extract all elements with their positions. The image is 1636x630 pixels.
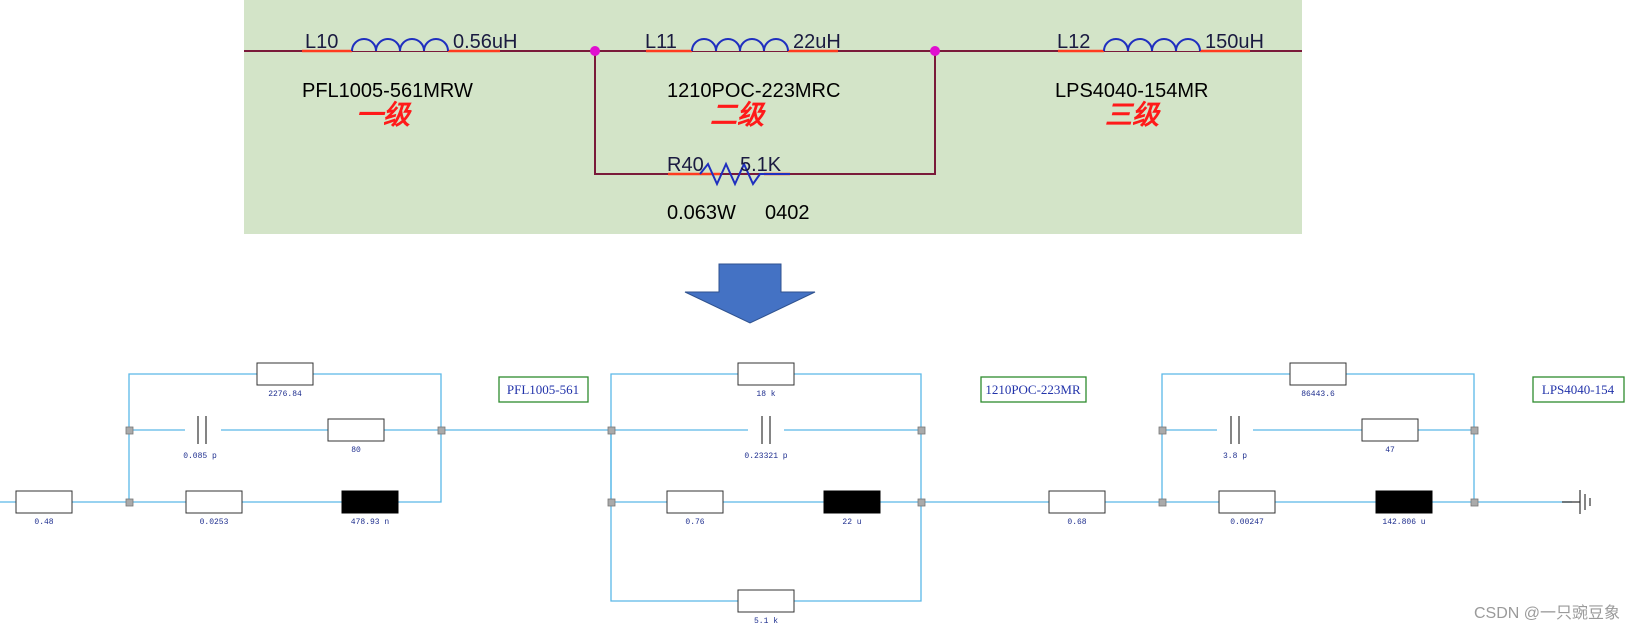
r40-value: 5.1K [740, 154, 782, 176]
s3-series-resistor [1048, 490, 1106, 514]
s2-frame [610, 373, 922, 602]
s1-low-r-value: 0.0253 [200, 518, 229, 527]
node [607, 498, 616, 507]
s3-top-resistor [1289, 362, 1347, 386]
l12-part: LPS4040-154MR [1055, 80, 1208, 102]
node [917, 498, 926, 507]
l12-ref: L12 [1057, 31, 1090, 53]
node [917, 426, 926, 435]
s1-top-resistor [256, 362, 314, 386]
equivalent-model [0, 373, 1572, 602]
s1-part-label: PFL1005-561 [507, 382, 579, 397]
s1-ind-value: 478.93 n [351, 518, 390, 527]
node [125, 426, 134, 435]
s3-low-resistor [1218, 490, 1276, 514]
l11-value: 22uH [793, 31, 841, 53]
watermark: CSDN @一只豌豆象 [1474, 604, 1620, 622]
s1-part-box [498, 376, 589, 403]
model-nodes [125, 426, 1479, 507]
node [125, 498, 134, 507]
l11-ref: L11 [645, 31, 677, 53]
s3-frame [1161, 373, 1475, 503]
s2-top-resistor [737, 362, 795, 386]
model-capacitors [185, 416, 1253, 444]
s2-low-r-value: 0.76 [685, 518, 704, 527]
s1-cap-r-value: 80 [351, 446, 361, 455]
schematic: L10 0.56uH PFL1005-561MRW 一级 L11 22uH 12… [244, 31, 1302, 224]
s1-cap-value: 0.085 p [183, 452, 217, 461]
node [1158, 426, 1167, 435]
s3-top-r-value: 86443.6 [1301, 390, 1335, 399]
model-resistors [15, 362, 1419, 613]
s1-series-resistor [15, 490, 73, 514]
s2-ind-value: 22 u [842, 518, 861, 527]
s2-top-r-value: 18 k [756, 390, 775, 399]
l10-ref: L10 [305, 31, 338, 53]
r40-package: 0402 [765, 202, 810, 224]
model-inductors [341, 490, 1433, 514]
s2-part-label: 1210POC-223MR [985, 382, 1081, 397]
s3-series-r-value: 0.68 [1067, 518, 1086, 527]
s1-inductor [341, 490, 399, 514]
s1-frame [128, 373, 442, 503]
node [437, 426, 446, 435]
down-arrow-icon [684, 263, 816, 324]
s3-cap-r-value: 47 [1385, 446, 1395, 455]
s2-cap-bg [748, 418, 784, 442]
s3-cap-bg [1217, 418, 1253, 442]
model-part-boxes: PFL1005-561 1210POC-223MR LPS4040-154 [498, 376, 1625, 403]
l12-coil [1103, 38, 1201, 52]
r40-zigzag [699, 161, 790, 187]
s1-cap-bg [185, 418, 221, 442]
s1-cap-resistor [327, 418, 385, 442]
l11-coil [691, 38, 789, 52]
s1-series-r-value: 0.48 [34, 518, 53, 527]
s2-part-box [980, 376, 1087, 403]
l12-value: 150uH [1205, 31, 1264, 53]
stage-3-label: 三级 [1105, 100, 1161, 131]
node [1470, 498, 1479, 507]
l11-part: 1210POC-223MRC [667, 80, 840, 102]
s2-inductor [823, 490, 881, 514]
s3-ind-value: 142.806 u [1382, 518, 1425, 527]
l10-value: 0.56uH [453, 31, 518, 53]
s2-cap-value: 0.23321 p [744, 452, 787, 461]
s2-low-resistor [666, 490, 724, 514]
s3-low-r-value: 0.00247 [1230, 518, 1264, 527]
s3-inductor [1375, 490, 1433, 514]
s3-cap-resistor [1361, 418, 1419, 442]
node [607, 426, 616, 435]
s2-bottom-r-value: 5.1 k [754, 617, 778, 626]
s3-part-box [1532, 376, 1625, 403]
s1-low-resistor [185, 490, 243, 514]
s3-cap-value: 3.8 p [1223, 452, 1247, 461]
node [1470, 426, 1479, 435]
s1-top-r-value: 2276.84 [268, 390, 302, 399]
s2-bottom-resistor [737, 589, 795, 613]
ground-icon [1562, 490, 1591, 514]
r40-ref: R40 [667, 154, 704, 176]
stage-2-label: 二级 [710, 100, 766, 131]
l10-coil [351, 38, 449, 52]
junction-right [930, 46, 940, 56]
node [1158, 498, 1167, 507]
junction-left [590, 46, 600, 56]
r40-power: 0.063W [667, 202, 736, 224]
s3-part-label: LPS4040-154 [1542, 382, 1615, 397]
l10-part: PFL1005-561MRW [302, 80, 473, 102]
stage-1-label: 一级 [356, 100, 412, 131]
